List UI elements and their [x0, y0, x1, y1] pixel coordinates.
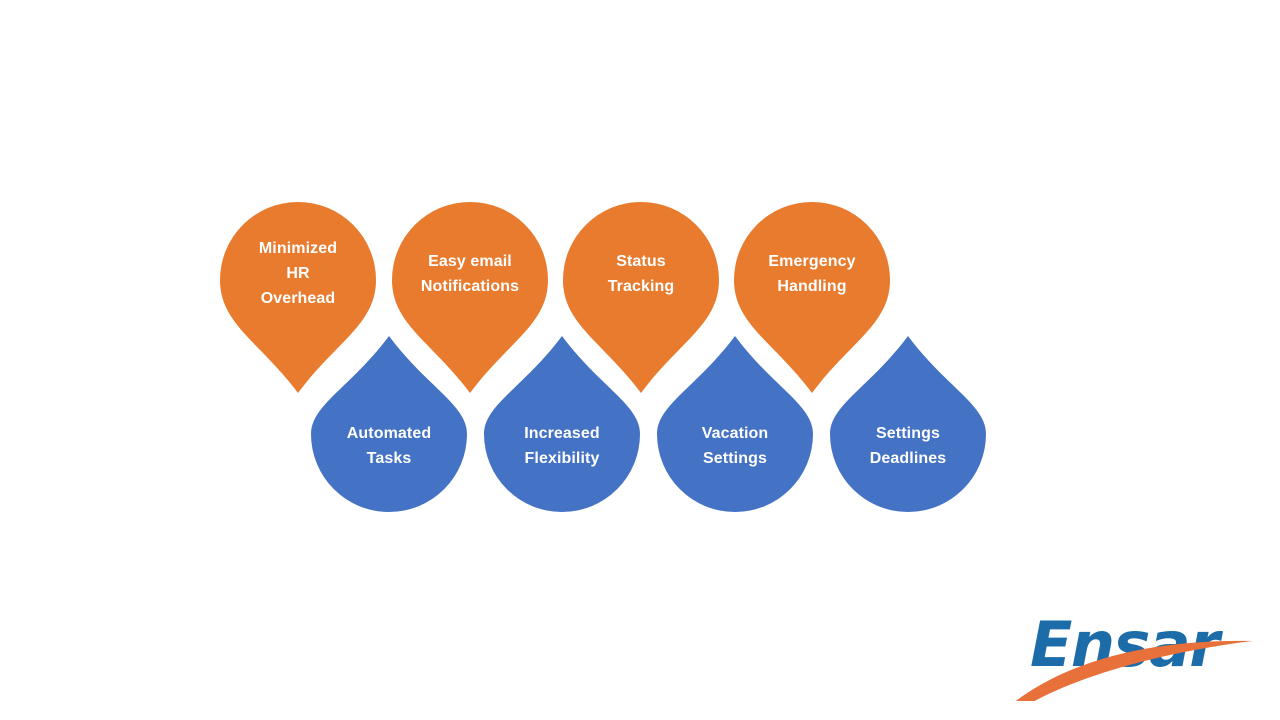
- droplet-label: Automated Tasks: [346, 425, 432, 467]
- droplet-orange-4[interactable]: Emergency Handling: [734, 202, 890, 393]
- droplet-label: Settings Deadlines: [869, 425, 947, 467]
- teardrop-shape-blue: [311, 336, 467, 512]
- droplet-blue-2[interactable]: Increased Flexibility: [484, 336, 640, 512]
- teardrop-shape-orange: [734, 202, 890, 393]
- teardrop-shape-blue: [830, 336, 986, 512]
- droplet-blue-3[interactable]: Vacation Settings: [657, 336, 813, 512]
- droplet-label: Minimized HR Overhead: [258, 240, 338, 307]
- droplet-label: Emergency Handling: [768, 252, 856, 295]
- droplet-blue-1[interactable]: Automated Tasks: [311, 336, 467, 512]
- droplet-orange-3[interactable]: Status Tracking: [563, 202, 719, 393]
- teardrop-shape-orange: [392, 202, 548, 393]
- ensar-logo: Ensar: [1004, 605, 1253, 702]
- logo-wordmark: Ensar: [1030, 608, 1220, 681]
- droplet-orange-2[interactable]: Easy email Notifications: [392, 202, 548, 393]
- teardrop-shape-orange: [563, 202, 719, 393]
- droplet-blue-4[interactable]: Settings Deadlines: [830, 336, 986, 512]
- droplet-orange-1[interactable]: Minimized HR Overhead: [220, 202, 376, 393]
- teardrop-shape-blue: [657, 336, 813, 512]
- droplet-label: Status Tracking: [607, 252, 675, 295]
- droplet-label: Vacation Settings: [701, 425, 769, 467]
- teardrop-shape-orange: [220, 202, 376, 393]
- droplet-label: Easy email Notifications: [420, 252, 520, 295]
- teardrop-shape-blue: [484, 336, 640, 512]
- droplet-label: Increased Flexibility: [524, 425, 600, 467]
